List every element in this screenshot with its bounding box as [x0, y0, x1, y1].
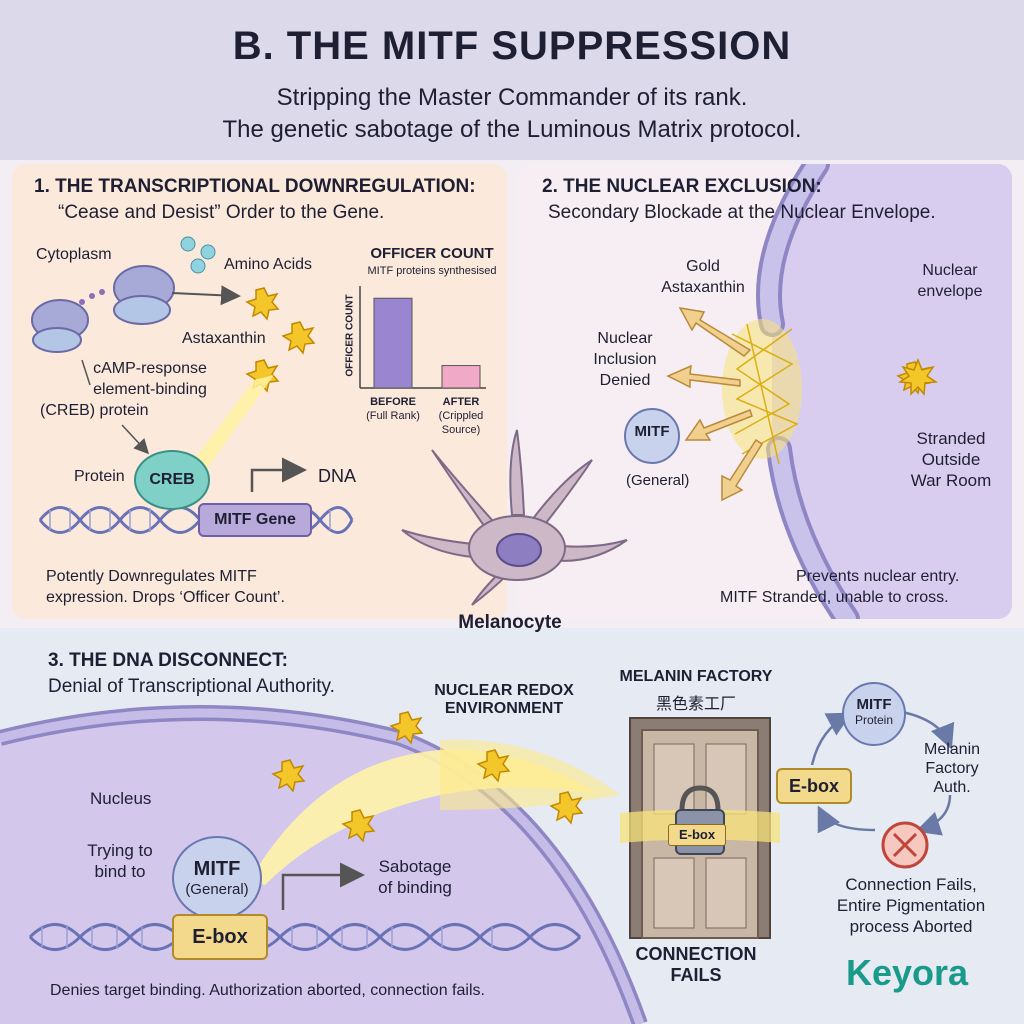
bar-label-before: BEFORE	[370, 396, 416, 408]
panel1-title: 1. THE TRANSCRIPTIONAL DOWNREGULATION:	[34, 176, 476, 197]
stranded-astaxanthin-icon	[897, 357, 939, 396]
panel3-subtitle: Denial of Transcriptional Authority.	[48, 676, 335, 697]
mitf-gene-box: MITF Gene	[198, 503, 312, 537]
panel1-footer-line2: expression. Drops ‘Officer Count’.	[46, 589, 285, 606]
panel2-footer-line2: MITF Stranded, unable to cross.	[720, 589, 949, 606]
bar-sublabel-before: (Full Rank)	[366, 410, 420, 422]
page-subtitle-line2: The genetic sabotage of the Luminous Mat…	[222, 116, 802, 143]
melanin-factory-chinese: 黑色素工厂	[655, 696, 736, 713]
nuclear-envelope-graphic	[722, 164, 1012, 619]
cycle-protein-label: Protein	[854, 713, 894, 727]
header-banner	[0, 0, 1024, 160]
creb-pathway-graphic	[31, 236, 354, 534]
nucleus-label: Nucleus	[90, 789, 152, 808]
ebox-binding-site: E-box	[172, 914, 268, 960]
melanocyte-graphic	[401, 429, 628, 606]
bar-sublabel-after-2: Source)	[441, 424, 481, 436]
lock-ebox-label: E-box	[668, 824, 726, 846]
amino-acids-label: Amino Acids	[224, 256, 313, 273]
bar-sublabel-after: (Crippled	[438, 410, 484, 422]
cytoplasm-label: Cytoplasm	[36, 246, 112, 263]
protein-label: Protein	[74, 468, 125, 485]
mitf-protein-panel2: MITF	[624, 408, 680, 464]
cycle-mitf-label: MITF	[856, 696, 892, 713]
keyora-logo: Keyora	[846, 952, 969, 993]
officer-bar-before	[373, 297, 413, 389]
redox-stream-graphic	[28, 711, 620, 951]
mitf-protein-panel3: MITF (General)	[172, 836, 262, 920]
officer-bar-after	[441, 365, 481, 389]
dna-label: DNA	[318, 466, 357, 486]
cycle-mitf-protein: MITF Protein	[842, 682, 906, 746]
panel2-title: 2. THE NUCLEAR EXCLUSION:	[542, 176, 822, 197]
deflection-arrows	[666, 307, 931, 502]
bar-label-after: AFTER	[442, 396, 480, 408]
chart-title: OFFICER COUNT	[370, 245, 494, 262]
astaxanthin-label: Astaxanthin	[182, 330, 266, 347]
panel-nuclear-exclusion	[517, 164, 1012, 619]
page-title: B. THE MITF SUPPRESSION	[232, 24, 792, 68]
chart-subtitle: MITF proteins synthesised	[367, 265, 497, 277]
cycle-ebox: E-box	[776, 768, 852, 804]
blocked-icon	[881, 821, 929, 869]
panel2-footer-line1: Prevents nuclear entry.	[796, 568, 960, 585]
melanin-factory-title: MELANIN FACTORY	[619, 668, 773, 685]
mitf-general-label-panel3: (General)	[185, 881, 249, 898]
officer-count-chart	[359, 286, 486, 389]
panel2-subtitle: Secondary Blockade at the Nuclear Envelo…	[548, 202, 936, 223]
melanocyte-label: Melanocyte	[458, 612, 562, 633]
panel3-title: 3. THE DNA DISCONNECT:	[48, 650, 288, 671]
mitf-general-label-panel2: (General)	[626, 472, 690, 489]
creb-protein: CREB	[134, 450, 210, 510]
panel3-footer: Denies target binding. Authorization abo…	[50, 982, 485, 999]
mitf-label-panel3: MITF	[193, 858, 241, 880]
panel1-footer-line1: Potently Downregulates MITF	[46, 568, 257, 585]
creb-description: cAMP-response element-binding (CREB) pro…	[40, 360, 207, 419]
panel1-subtitle: “Cease and Desist” Order to the Gene.	[58, 202, 385, 223]
page-subtitle-line1: Stripping the Master Commander of its ra…	[276, 84, 748, 111]
